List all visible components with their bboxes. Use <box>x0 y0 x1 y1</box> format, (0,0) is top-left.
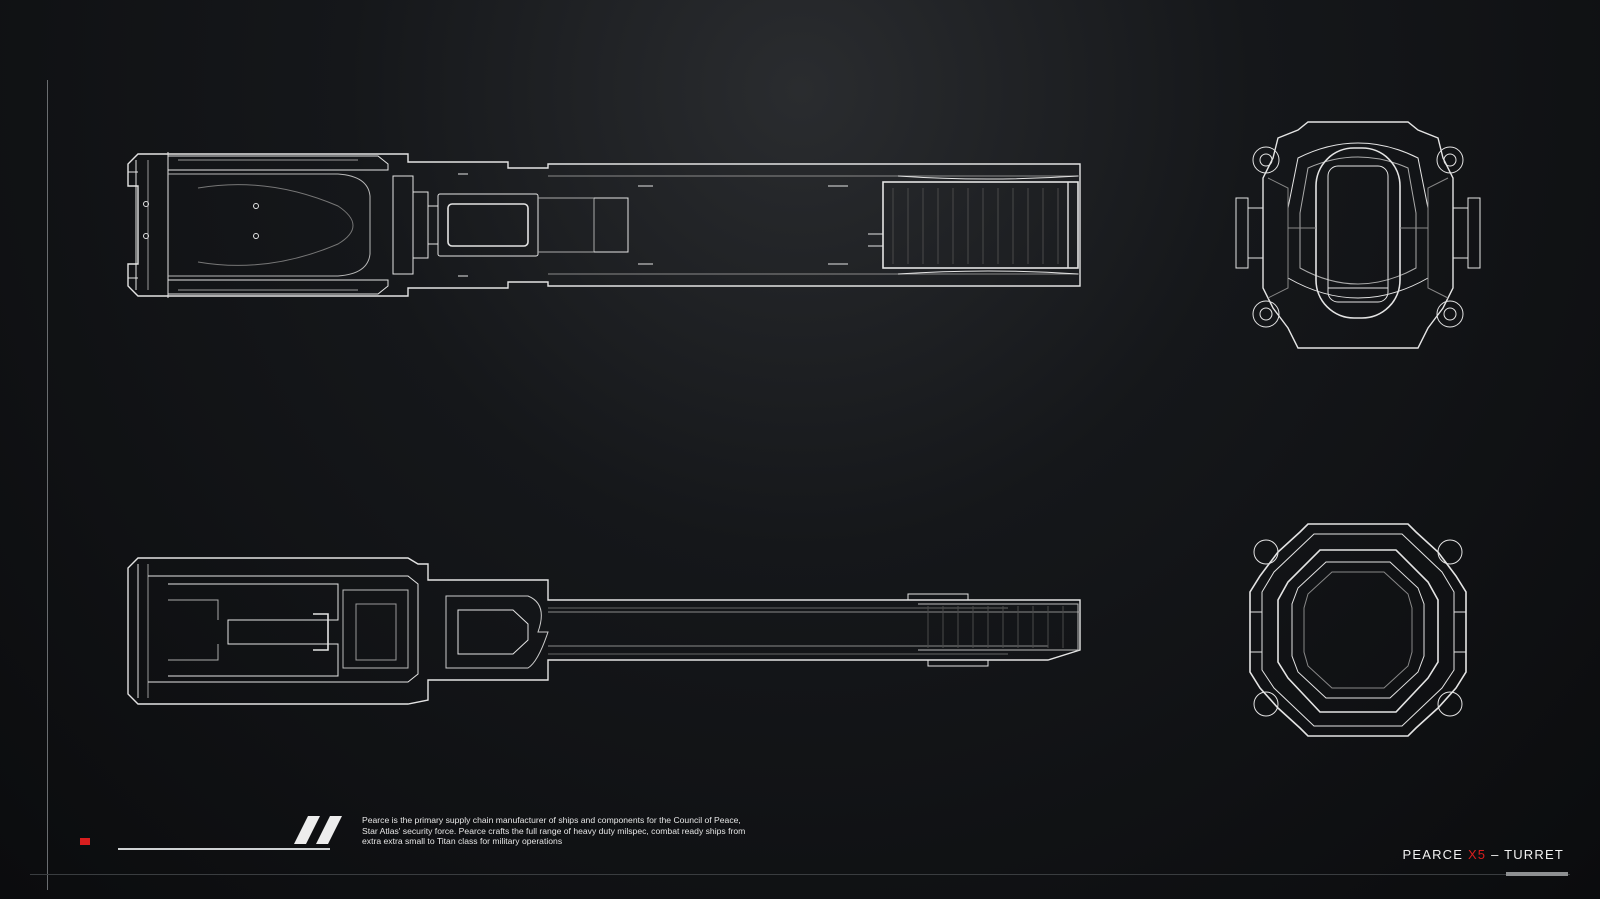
turret-front-view-top <box>1228 118 1488 368</box>
footer-underline <box>118 848 330 850</box>
title-model: X5 <box>1467 847 1487 862</box>
turret-side-view-bottom <box>108 554 1083 714</box>
sheet-title: PEARCE X5 – TURRET <box>1402 847 1564 862</box>
red-square-icon <box>80 838 90 845</box>
frame-bottom-line <box>30 874 1570 875</box>
company-description: Pearce is the primary supply chain manuf… <box>362 815 782 847</box>
title-underline-bar <box>1506 872 1568 876</box>
turret-front-view-bottom <box>1228 522 1488 742</box>
title-dash: – <box>1491 847 1500 862</box>
double-slash-icon <box>294 816 346 849</box>
title-part: TURRET <box>1504 847 1564 862</box>
description-line-3: extra extra small to Titan class for mil… <box>362 836 563 847</box>
title-brand: PEARCE <box>1402 847 1464 862</box>
description-line-2: Star Atlas' security force. Pearce craft… <box>362 825 746 836</box>
turret-side-view-top <box>108 146 1083 306</box>
description-line-1: Pearce is the primary supply chain manuf… <box>362 815 741 825</box>
frame-left-line <box>47 80 48 890</box>
